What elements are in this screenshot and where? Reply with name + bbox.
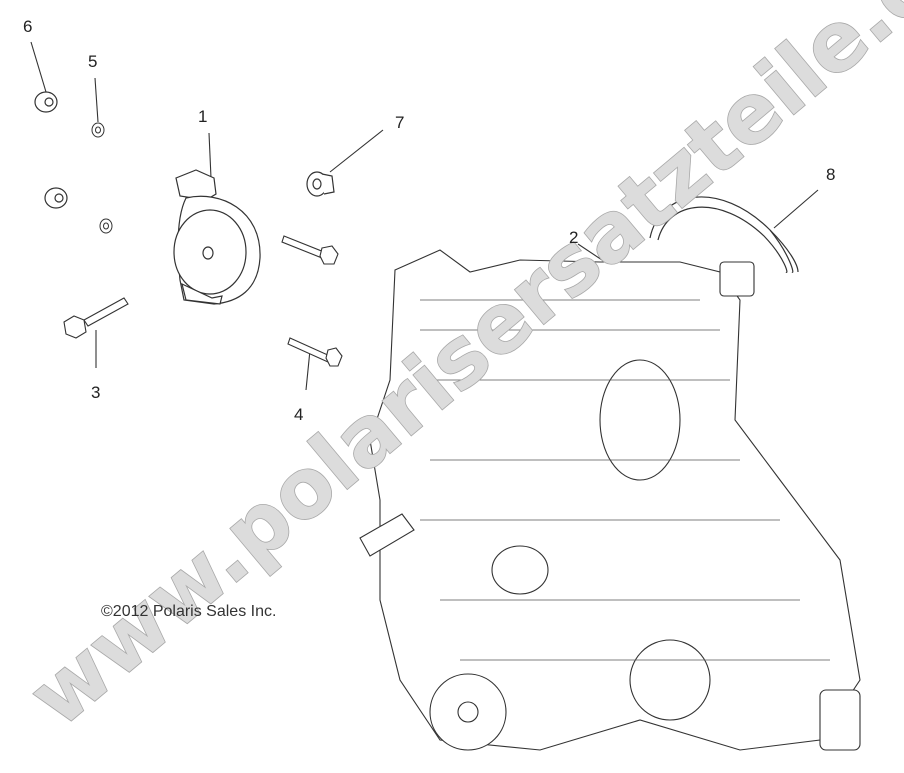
leader-5 — [94, 77, 99, 123]
callout-4: 4 — [294, 405, 304, 424]
leader-7 — [329, 129, 384, 173]
callout-2: 2 — [569, 228, 579, 247]
bolt-icon — [287, 337, 343, 367]
callout-6: 6 — [23, 17, 33, 36]
leader-8 — [773, 189, 819, 229]
callout-1: 1 — [198, 107, 208, 126]
leader-6 — [30, 41, 47, 93]
vent-hose-icon — [649, 196, 799, 273]
copyright-notice: ©2012 Polaris Sales Inc. — [101, 603, 277, 620]
lock-washer-icon — [91, 122, 113, 234]
bolt-icon — [63, 297, 129, 339]
speed-sensor-icon — [173, 169, 261, 305]
leader-4 — [305, 349, 311, 391]
flange-nut-icon — [34, 91, 68, 209]
leader-1 — [208, 132, 212, 179]
callout-5: 5 — [88, 52, 98, 71]
callout-8: 8 — [826, 165, 836, 184]
callout-7: 7 — [395, 113, 405, 132]
callout-3: 3 — [91, 383, 101, 402]
bolt-icon — [281, 235, 339, 265]
plug-icon — [306, 171, 335, 197]
